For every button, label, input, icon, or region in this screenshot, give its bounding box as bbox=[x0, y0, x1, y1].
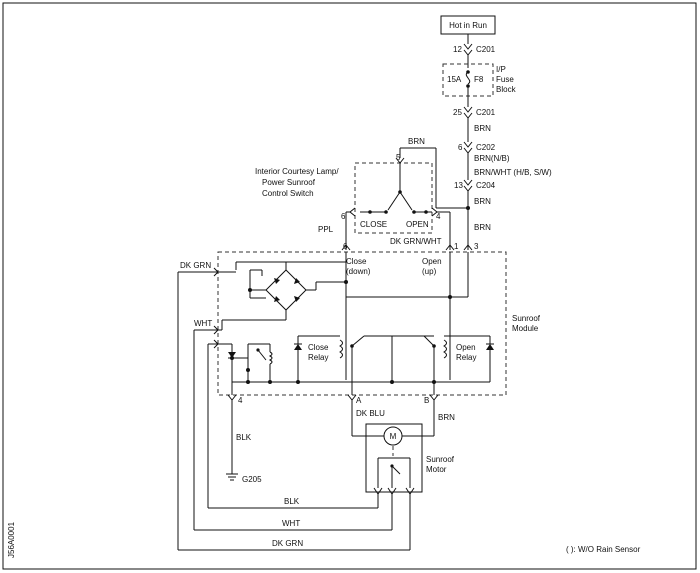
c201-bottom-connector bbox=[463, 106, 473, 113]
open-relay-diode bbox=[486, 344, 494, 350]
wht-left-label: WHT bbox=[194, 319, 212, 328]
g205-label: G205 bbox=[242, 475, 262, 484]
module-pin-3 bbox=[463, 244, 473, 251]
c202-connector bbox=[463, 141, 473, 148]
motor-pin-wht bbox=[387, 487, 397, 495]
sunroof-module-label-1: Sunroof bbox=[512, 314, 541, 323]
pin-13-label: 13 bbox=[454, 181, 463, 190]
dk-grn-bottom-label: DK GRN bbox=[272, 539, 303, 548]
rain-relay-contact bbox=[257, 349, 267, 361]
motor-pin-dkgrn bbox=[405, 487, 415, 495]
c201-bottom-label: C201 bbox=[476, 108, 496, 117]
switch-title-2: Power Sunroof bbox=[262, 178, 316, 187]
switch-pin-4-label: 4 bbox=[436, 212, 441, 221]
brn-nb-label: BRN(N/B) bbox=[474, 154, 510, 163]
close-relay-contact bbox=[351, 335, 365, 347]
module-pin-4-label: 4 bbox=[238, 396, 243, 405]
module-pin-a-label: A bbox=[356, 396, 362, 405]
brn-label-2: BRN bbox=[474, 197, 491, 206]
module-pin-b bbox=[429, 394, 439, 401]
switch-blade-open bbox=[399, 191, 413, 211]
fuse-block-label-3: Block bbox=[496, 85, 517, 94]
brn-wht-label: BRN/WHT (H/B, S/W) bbox=[474, 168, 552, 177]
module-pin-4 bbox=[227, 394, 237, 401]
dk-grn-left-label: DK GRN bbox=[180, 261, 211, 270]
open-up-label-2: (up) bbox=[422, 267, 437, 276]
legend-text: ( ): W/O Rain Sensor bbox=[566, 545, 641, 554]
fuse-block-label-1: I/P bbox=[496, 65, 506, 74]
open-relay-coil bbox=[443, 339, 447, 359]
close-relay-label-1: Close bbox=[308, 343, 329, 352]
fuse-block-label-2: Fuse bbox=[496, 75, 514, 84]
switch-pin-6-label: 6 bbox=[341, 212, 346, 221]
c201-top-connector bbox=[463, 43, 473, 50]
fuse-symbol bbox=[465, 71, 471, 85]
open-relay-contact bbox=[423, 335, 435, 347]
module-pin-6-label: 6 bbox=[343, 242, 348, 251]
ppl-label: PPL bbox=[318, 225, 334, 234]
brn-top-loop-label: BRN bbox=[408, 137, 425, 146]
module-pin-3-label: 3 bbox=[474, 242, 479, 251]
dk-grn-wht-label: DK GRN/WHT bbox=[390, 237, 442, 246]
pin-12-label: 12 bbox=[453, 45, 462, 54]
figure-id: J56A0001 bbox=[7, 521, 16, 558]
dk-blu-label: DK BLU bbox=[356, 409, 385, 418]
rain-diode bbox=[228, 352, 236, 358]
switch-blade-close bbox=[387, 191, 401, 211]
close-relay-label-2: Relay bbox=[308, 353, 328, 362]
module-pin-6 bbox=[341, 244, 351, 251]
switch-pin-6-connector bbox=[349, 207, 356, 217]
c201-top-label: C201 bbox=[476, 45, 496, 54]
open-relay-label-1: Open bbox=[456, 343, 476, 352]
motor-pin-blk bbox=[373, 487, 383, 495]
close-relay-coil bbox=[339, 339, 343, 359]
rain-relay-coil bbox=[268, 351, 273, 365]
close-relay-diode bbox=[294, 344, 302, 350]
wht-bottom-label: WHT bbox=[282, 519, 300, 528]
switch-close-label: CLOSE bbox=[360, 220, 387, 229]
motor-limit-switch bbox=[391, 465, 401, 475]
module-pin-a bbox=[347, 394, 357, 401]
c204-connector bbox=[463, 179, 473, 186]
close-down-label-1: Close bbox=[346, 257, 367, 266]
module-pin-1 bbox=[445, 244, 455, 251]
blk-vertical-label: BLK bbox=[236, 433, 252, 442]
hot-in-run-label: Hot in Run bbox=[449, 21, 487, 30]
bridge-rectifier bbox=[265, 269, 307, 311]
module-pin-1-label: 1 bbox=[454, 242, 459, 251]
pin-6-c202-label: 6 bbox=[458, 143, 463, 152]
sunroof-motor-label-2: Motor bbox=[426, 465, 447, 474]
fuse-amp-label: 15A bbox=[447, 75, 462, 84]
switch-title-3: Control Switch bbox=[262, 189, 314, 198]
sunroof-module-label-2: Module bbox=[512, 324, 539, 333]
sunroof-module-outline bbox=[217, 251, 507, 396]
c204-label: C204 bbox=[476, 181, 496, 190]
switch-pin-5-label: 5 bbox=[396, 153, 401, 162]
dk-grn-entry-connector bbox=[213, 267, 219, 277]
wht-entry-connector bbox=[213, 325, 219, 335]
brn-label-3: BRN bbox=[474, 223, 491, 232]
c202-label: C202 bbox=[476, 143, 496, 152]
switch-title-1: Interior Courtesy Lamp/ bbox=[255, 167, 339, 176]
pin-25-label: 25 bbox=[453, 108, 462, 117]
fuse-f8-label: F8 bbox=[474, 75, 484, 84]
open-up-label-1: Open bbox=[422, 257, 442, 266]
switch-open-label: OPEN bbox=[406, 220, 429, 229]
brn-motor-label: BRN bbox=[438, 413, 455, 422]
brn-label-1: BRN bbox=[474, 124, 491, 133]
open-relay-label-2: Relay bbox=[456, 353, 476, 362]
sunroof-motor-label-1: Sunroof bbox=[426, 455, 455, 464]
blk-bottom-label: BLK bbox=[284, 497, 300, 506]
control-switch-outline bbox=[354, 162, 433, 234]
sunroof-motor-box bbox=[365, 423, 423, 493]
motor-m-label: M bbox=[390, 432, 397, 441]
module-pin-b-label: B bbox=[424, 396, 429, 405]
close-down-label-2: (down) bbox=[346, 267, 371, 276]
